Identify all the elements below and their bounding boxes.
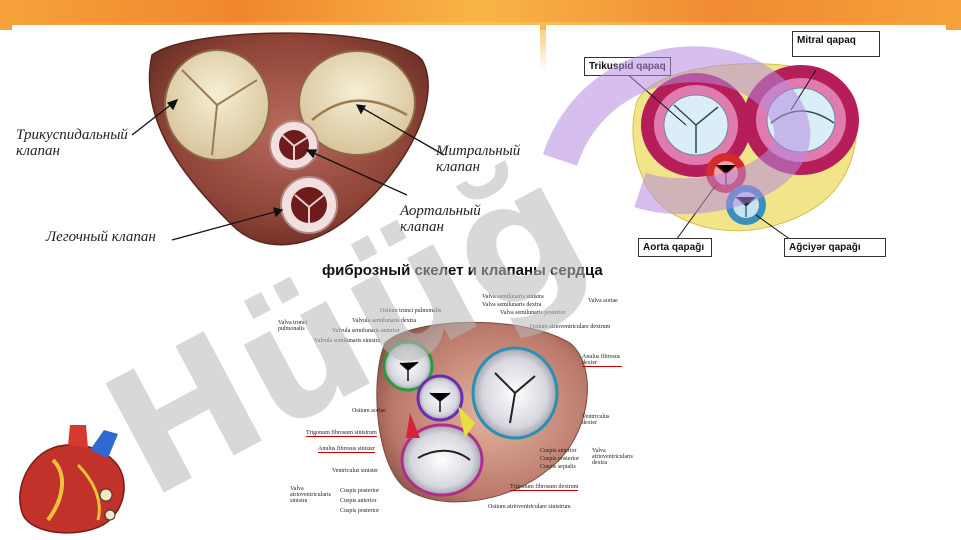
tricuspid-box-label: Trikuspid qapaq (584, 57, 671, 76)
lat-label: Cuspis anterior (540, 448, 577, 454)
heart-valves-illustration (131, 32, 445, 246)
lat-label: Cuspis posterior (340, 508, 380, 514)
aortic-valve-label: Аортальный клапан (400, 203, 481, 235)
lat-label: Valvula semilunaris dextra (352, 318, 416, 324)
lat-label: Anulus fibrosus dexter (582, 354, 622, 367)
lat-label: Ostium aortae (352, 408, 386, 414)
aorta-box-label: Aorta qapağı (638, 238, 712, 257)
lat-label: Anulus fibrosus sinister (318, 446, 375, 453)
lat-label: Trigonum fibrosum sinistrum (306, 430, 377, 437)
left-av-ring (400, 423, 484, 497)
lat-label: Valva atrioventricularis dextra (592, 448, 633, 466)
pulmonary-box-label: Ağciyər qapağı (784, 238, 886, 257)
lat-label: Cuspis posterior (540, 456, 580, 462)
tricuspid-valve-shape (164, 49, 270, 161)
latin-anatomy-panel: Valva semilunaris sinistra Valva semilun… (270, 288, 633, 520)
lat-label: Valvula semilunaris anterior (332, 328, 400, 334)
aortic-ring (416, 374, 464, 422)
lat-label: Cuspis septalis (540, 464, 576, 470)
right-av-ring (471, 346, 559, 440)
valve-schematic-panel-azerbaijani: Trikuspid qapaq Mitral qapaq Aorta qapağ… (546, 25, 946, 262)
lat-label: Valvula semilunaris sinistra (314, 338, 381, 344)
tricuspid-valve-label: Трикуспидальный клапан (16, 127, 128, 159)
pointer-arrows (131, 98, 445, 241)
lat-label: Ventriculus sinister (332, 468, 379, 474)
aortic-valve-shape (269, 120, 319, 170)
trigonum-fibrosum-highlight (458, 406, 475, 438)
lat-label: Ostium trunci pulmonalis (380, 308, 442, 314)
pulmonary-schematic (726, 185, 766, 225)
mitral-box-label: Mitral qapaq (792, 31, 880, 57)
lat-label: Valva atrioventricularis sinistra (290, 486, 331, 504)
lat-label: Valva semilunaris dextra (482, 302, 542, 308)
lat-label: Ventriculus dexter (582, 414, 610, 426)
lat-label: Valva semilunaris sinistra (482, 294, 544, 300)
lat-label: Cuspis posterior (340, 488, 380, 494)
pulmonary-trunk-ring (382, 340, 434, 392)
lat-label: Trigonum fibrosum dextrum (510, 484, 579, 491)
heart-model-image (19, 425, 125, 534)
mitral-valve-label: Митральный клапан (436, 143, 521, 175)
lat-label: Cuspis anterior (340, 498, 377, 504)
valve-photo-panel-russian: Трикуспидальный клапан Митральный клапан… (12, 25, 540, 257)
lat-label: Valva aortae (588, 298, 618, 304)
slide-title: фиброзный скелет и клапаны сердца (322, 262, 603, 279)
pulmonary-valve-label: Легочный клапан (46, 229, 156, 245)
anulus-highlight (406, 413, 420, 438)
fibrous-skeleton-illustration (376, 321, 588, 503)
pulmonary-valve-shape (280, 176, 338, 234)
lat-label: Ostium atrioventriculare sinistrum (488, 504, 571, 510)
lat-label: Valva semilunaris posterior (500, 310, 566, 316)
mitral-valve-shape (298, 50, 416, 156)
lat-label: Ostium atrioventriculare dextrum (530, 324, 611, 330)
mitral-schematic (743, 65, 859, 175)
lat-label: Valva trunci pulmonalis (278, 320, 308, 332)
